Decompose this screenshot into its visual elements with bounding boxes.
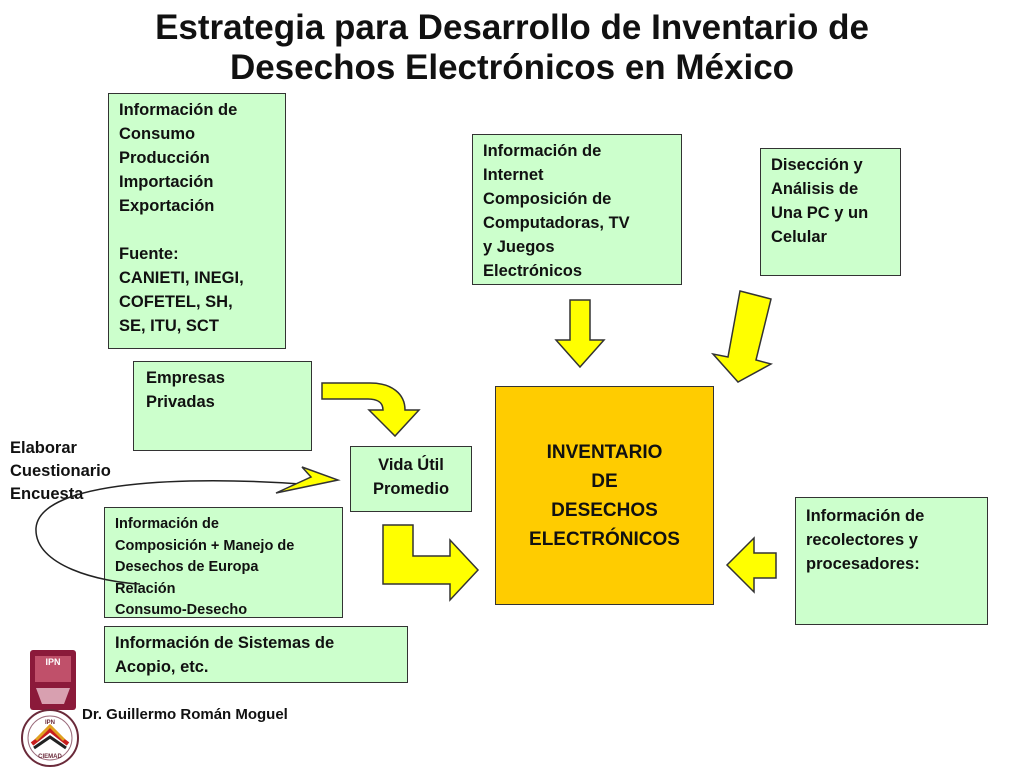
ipn-logo-icon: IPN	[30, 650, 76, 710]
arrow-curved-empresas	[321, 382, 421, 438]
box-vida-util-promedio: Vida Útil Promedio	[350, 446, 472, 512]
page-title: Estrategia para Desarrollo de Inventario…	[155, 8, 869, 87]
box-diseccion-pc-celular: Disección y Análisis de Una PC y un Celu…	[760, 148, 901, 276]
ciemad-logo-text: CIEMAD	[38, 754, 62, 760]
arrow-l-shape-to-inventario	[382, 524, 480, 602]
box-informacion-europa: Información de Composición + Manejo de D…	[104, 507, 343, 618]
box-recolectores-procesadores: Información de recolectores y procesador…	[795, 497, 988, 625]
box-informacion-consumo: Información de Consumo Producción Import…	[108, 93, 286, 349]
box-sistemas-acopio: Información de Sistemas de Acopio, etc.	[104, 626, 408, 683]
cuestionario-loop	[35, 480, 301, 585]
box-informacion-internet: Información de Internet Composición de C…	[472, 134, 682, 285]
box-empresas-privadas: Empresas Privadas	[133, 361, 312, 451]
ciemad-ipn-text: IPN	[45, 720, 55, 726]
ipn-logo-text: IPN	[45, 657, 60, 667]
arrow-left-recolectores	[725, 536, 777, 594]
arrow-europa-to-vida-util	[275, 466, 341, 494]
arrow-down-internet	[554, 299, 606, 369]
author-credit: Dr. Guillermo Román Moguel	[82, 706, 288, 723]
arrow-diagonal-diseccion	[710, 290, 774, 383]
ciemad-logo-icon: IPN CIEMAD	[21, 709, 79, 767]
box-inventario-desechos: INVENTARIO DE DESECHOS ELECTRÓNICOS	[495, 386, 714, 605]
